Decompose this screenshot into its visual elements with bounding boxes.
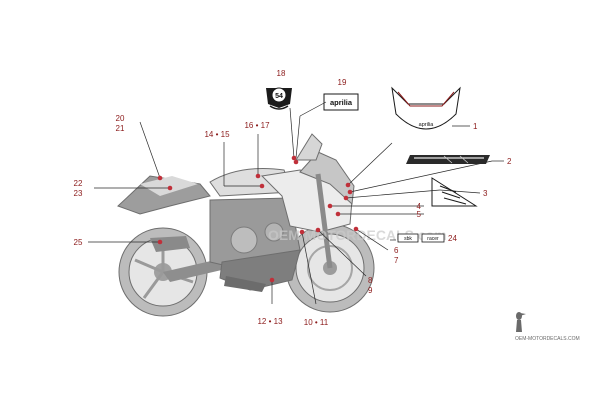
callout-18: 18 [277,69,286,78]
decal-18-number-badge: 54 [266,87,292,110]
callout-7: 7 [394,256,399,265]
aprilia-logo-text: aprilia [330,98,353,107]
callout-12-13: 12 • 13 [257,317,283,326]
leader-lines [88,101,504,305]
callout-23: 23 [74,189,83,198]
decal-1-nose: aprilia [391,86,461,130]
decal-2-side-stripe [406,155,490,164]
sbk-label: sbk [404,236,412,242]
decal-24-labels: sbk racer [397,233,445,243]
motorcycle-illustration [117,133,375,317]
callout-6: 6 [394,246,399,255]
racer-label: racer [427,236,439,242]
windscreen [295,133,323,161]
callout-19: 19 [338,78,347,87]
callout-25: 25 [74,238,83,247]
callout-5: 5 [417,210,422,219]
callout-16-17: 16 • 17 [244,121,270,130]
exhaust [224,276,266,292]
callout-labels: 1 2 3 4 5 6 7 8 9 10 • 11 12 • 13 14 • 1… [74,69,512,327]
callout-9: 9 [368,286,373,295]
callout-14-15: 14 • 15 [204,130,230,139]
callout-22: 22 [74,179,83,188]
callout-21: 21 [116,124,125,133]
callout-2: 2 [507,157,512,166]
location-dots [157,155,359,283]
callout-24: 24 [448,234,457,243]
callout-1: 1 [473,122,478,131]
decal-19-aprilia-logo: aprilia [323,93,359,111]
nose-logo-text: aprilia [419,122,435,128]
brand-mark: OEM-MOTORDECALS.COM [515,312,580,342]
callout-20: 20 [116,114,125,123]
callout-4: 4 [417,202,422,211]
callout-10-11: 10 • 11 [304,318,329,327]
callout-8: 8 [368,276,373,285]
badge-number: 54 [275,93,283,100]
callout-3: 3 [483,189,488,198]
brand-text: OEM-MOTORDECALS.COM [515,336,580,342]
front-fork [315,173,333,269]
